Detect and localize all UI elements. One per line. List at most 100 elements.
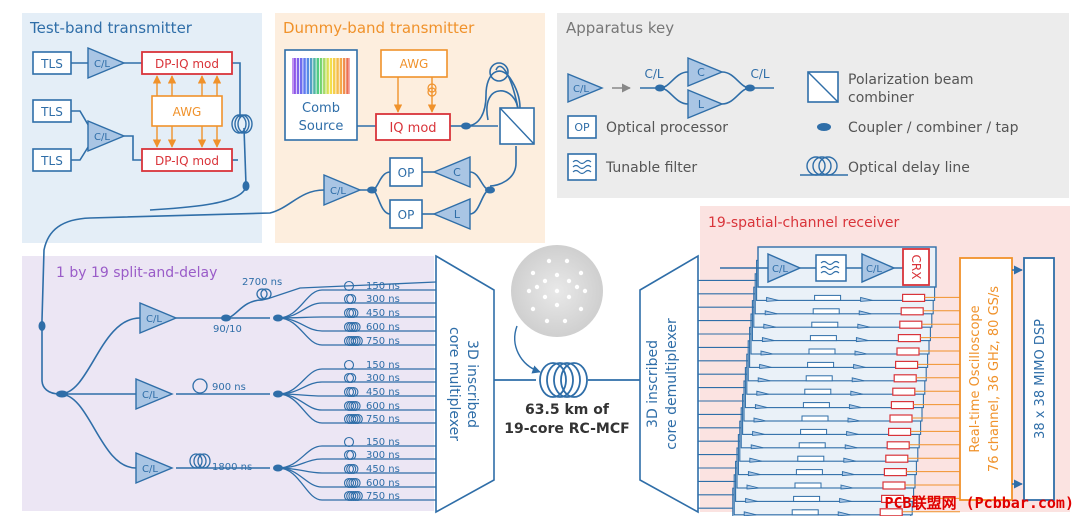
fiber-core xyxy=(554,272,560,278)
amplifier-cl-split2-label: C/L xyxy=(142,390,158,401)
amplifier-cl-tx1: C/L xyxy=(87,46,126,80)
fan-delay-icon xyxy=(343,359,355,371)
fan-delay-label: 750 ns xyxy=(366,336,400,347)
amplifier-c: C xyxy=(432,155,471,189)
fan-delay-icon xyxy=(348,463,359,475)
fan-fiber xyxy=(277,467,436,501)
cl-split-dot-dummy xyxy=(367,186,377,194)
crx-label: CRX xyxy=(909,255,923,280)
tls-1-label: TLS xyxy=(40,57,63,71)
key-op-desc: Optical processor xyxy=(606,120,728,136)
test-band-panel xyxy=(22,13,262,243)
polarization-beam-combiner xyxy=(499,107,535,145)
mimo-dsp: 38 x 38 MIMO DSP xyxy=(1023,257,1055,501)
key-pbc-desc-1: Polarization beam xyxy=(848,72,974,88)
key-delay-desc: Optical delay line xyxy=(848,160,970,176)
mcf-cross-section xyxy=(511,245,603,337)
fan-fiber xyxy=(277,317,436,346)
delay-900-label: 900 ns xyxy=(212,382,246,393)
tls-2-label: TLS xyxy=(40,105,63,119)
oscilloscope-label-1: Real-time Oscilloscope xyxy=(968,305,983,452)
dp-iq-mod-2-label: DP-IQ mod xyxy=(155,154,219,168)
fan-delay-label: 150 ns xyxy=(366,360,400,371)
awg-test-label: AWG xyxy=(173,105,202,119)
amplifier-cl-split3: C/L xyxy=(135,451,174,485)
fiber-label-2: 19-core RC-MCF xyxy=(504,421,629,437)
fan-delay-label: 300 ns xyxy=(366,373,400,384)
amplifier-l-label: L xyxy=(454,208,461,221)
key-coupler-desc: Coupler / combiner / tap xyxy=(848,120,1019,136)
fiber-core xyxy=(582,288,588,294)
key-amplifier-label: C/L xyxy=(573,84,589,95)
amplifier-cl-split3-label: C/L xyxy=(142,464,158,475)
key-cl-right: C/L xyxy=(750,67,769,81)
amplifier-c-label: C xyxy=(453,166,461,179)
key-amp-c-label: C xyxy=(697,66,705,79)
fiber-core xyxy=(534,284,540,290)
op-upper-label: OP xyxy=(398,166,415,180)
fiber-core xyxy=(554,288,560,294)
oscilloscope: Real-time Oscilloscope 76 channel, 36 GH… xyxy=(959,257,1013,501)
fan-delay-label: 750 ns xyxy=(366,414,400,425)
amplifier-cl-tx2: C/L xyxy=(87,119,126,153)
key-op: OP xyxy=(567,115,597,139)
rx-tunable-filter xyxy=(815,254,847,282)
delay-1800-label: 1800 ns xyxy=(212,462,252,473)
amplifier-cl-split1: C/L xyxy=(139,301,178,335)
fan-delay-label: 450 ns xyxy=(366,308,400,319)
fan-delay-icon xyxy=(350,321,361,333)
op-lower: OP xyxy=(389,199,423,229)
osc-to-dsp-arrows xyxy=(1012,265,1023,489)
fan-delay-icon xyxy=(352,335,363,347)
amplifier-cl-tx2-label: C/L xyxy=(94,132,110,143)
tap-ratio-label: 90/10 xyxy=(213,324,242,335)
core-multiplexer-label-2: core multiplexer xyxy=(446,327,462,441)
delay-2700-label: 2700 ns xyxy=(242,277,282,288)
dummy-band-title: Dummy-band transmitter xyxy=(283,19,475,37)
comb-source: Comb Source xyxy=(284,49,358,141)
tls-3: TLS xyxy=(32,148,72,172)
fan-coupler xyxy=(273,314,283,322)
dp-iq-mod-1-label: DP-IQ mod xyxy=(155,57,219,71)
split-main-tap xyxy=(38,321,46,331)
op-lower-label: OP xyxy=(398,208,415,222)
delay-1800-icon xyxy=(189,453,211,469)
dp-iq-mod-1: DP-IQ mod xyxy=(141,51,233,75)
fan-delay-icon xyxy=(348,386,359,398)
core-demultiplexer-label-1: 3D inscribed xyxy=(645,340,661,428)
comb-spectrum xyxy=(292,58,350,94)
amplifier-cl-dummy-label: C/L xyxy=(330,186,346,197)
crx xyxy=(902,248,930,286)
fan-fiber xyxy=(277,393,436,424)
receiver-front-channel: C/L C/L CRX xyxy=(720,246,937,288)
rx-amp1-label: C/L xyxy=(772,264,788,275)
key-coupler-dot xyxy=(817,123,831,131)
watermark: PCB联盟网 (Pcbbar.com) xyxy=(884,494,1075,512)
key-amplifier: C/L xyxy=(567,72,604,104)
amplifier-l: L xyxy=(432,197,471,231)
receiver-title: 19-spatial-channel receiver xyxy=(708,215,900,231)
amplifier-cl-tx1-label: C/L xyxy=(94,59,110,70)
fan-delay-label: 150 ns xyxy=(366,437,400,448)
key-op-label: OP xyxy=(574,121,590,134)
fiber-core xyxy=(542,278,548,284)
fiber-core xyxy=(542,294,548,300)
fan-delay-icon xyxy=(343,436,355,448)
amplifier-cl-split1-label: C/L xyxy=(146,314,162,325)
key-split-dot xyxy=(655,84,665,92)
tls-1: TLS xyxy=(32,51,72,75)
awg-dummy-label: AWG xyxy=(400,57,429,71)
iq-mod-label: IQ mod xyxy=(389,121,436,136)
awg-test: AWG xyxy=(151,95,223,127)
cross-section-arrow xyxy=(514,325,541,374)
core-demultiplexer-label-2: core demultiplexer xyxy=(664,318,680,450)
fan-coupler xyxy=(273,390,283,398)
delay-900-icon xyxy=(192,378,208,394)
fan-delay-icon xyxy=(348,307,359,319)
test-band-title: Test-band transmitter xyxy=(29,19,193,37)
comb-source-label-1: Comb xyxy=(302,101,340,116)
tap-90-10-dot xyxy=(221,314,231,322)
